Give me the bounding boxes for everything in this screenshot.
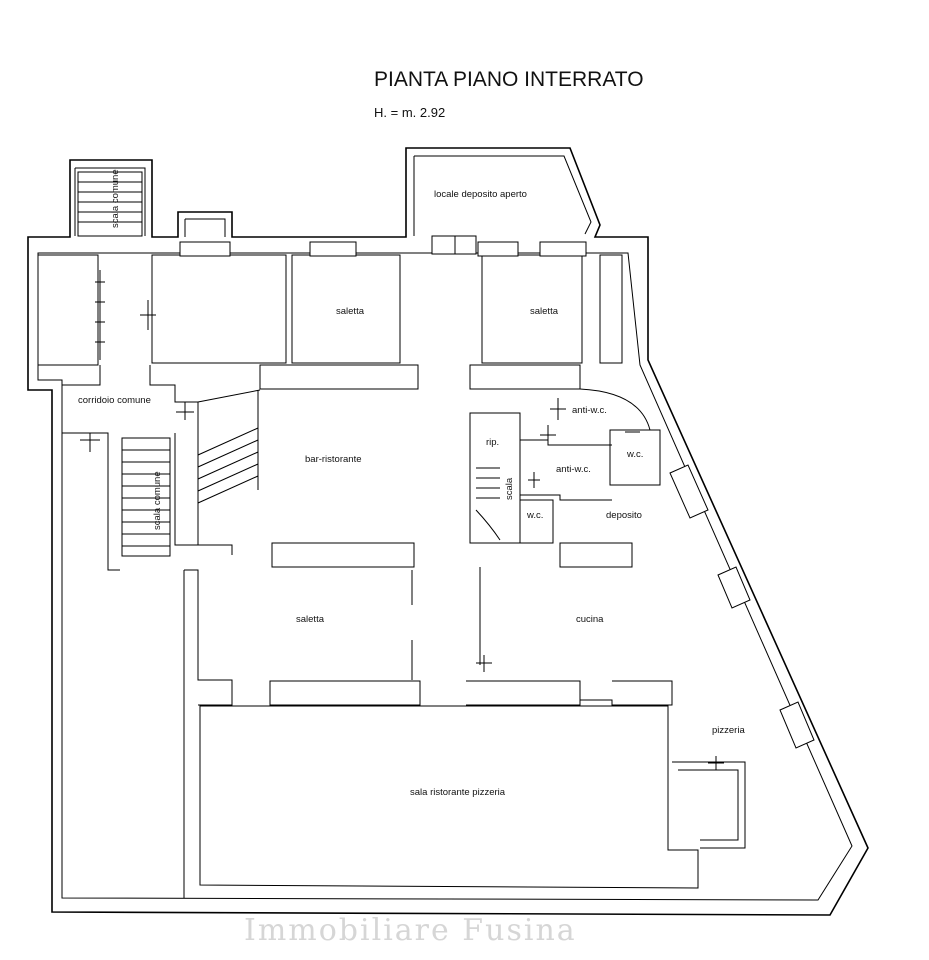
label-saletta-top-middle: saletta bbox=[336, 306, 365, 317]
label-cucina: cucina bbox=[576, 614, 604, 625]
label-anti-wc-top: anti-w.c. bbox=[572, 405, 607, 416]
stair-scala-service bbox=[475, 467, 501, 541]
label-bar-ristorante: bar-ristorante bbox=[305, 454, 362, 465]
label-scala: scala bbox=[504, 477, 515, 500]
stair-scala-comune-left bbox=[121, 437, 171, 557]
label-anti-wc-middle: anti-w.c. bbox=[556, 464, 591, 475]
label-locale-deposito-aperto: locale deposito aperto bbox=[434, 189, 527, 200]
door-markers bbox=[80, 236, 724, 770]
label-corridoio-comune: corridoio comune bbox=[78, 395, 151, 406]
label-sala-ristorante-pizzeria: sala ristorante pizzeria bbox=[410, 787, 506, 798]
label-wc-left: w.c. bbox=[526, 510, 543, 521]
outer-walls bbox=[27, 147, 869, 916]
label-wc-right: w.c. bbox=[626, 449, 643, 460]
label-rip: rip. bbox=[486, 437, 499, 448]
label-scala-comune-top: scala comune bbox=[110, 169, 121, 228]
height-label: H. = m. 2.92 bbox=[374, 105, 445, 120]
room-labels: scala comune scala comune corridoio comu… bbox=[78, 169, 745, 798]
plan-title: PIANTA PIANO INTERRATO bbox=[374, 68, 644, 91]
watermark: Immobiliare Fusina bbox=[244, 913, 577, 948]
windows bbox=[179, 235, 815, 749]
interior-walls bbox=[37, 254, 746, 898]
label-saletta-top-right: saletta bbox=[530, 306, 559, 317]
stair-bar-diagonal bbox=[197, 390, 259, 504]
label-saletta-lower: saletta bbox=[296, 614, 325, 625]
stair-scala-comune-top bbox=[77, 171, 143, 237]
label-deposito: deposito bbox=[606, 510, 642, 521]
label-scala-comune-left: scala comune bbox=[152, 471, 163, 530]
label-pizzeria: pizzeria bbox=[712, 725, 745, 736]
